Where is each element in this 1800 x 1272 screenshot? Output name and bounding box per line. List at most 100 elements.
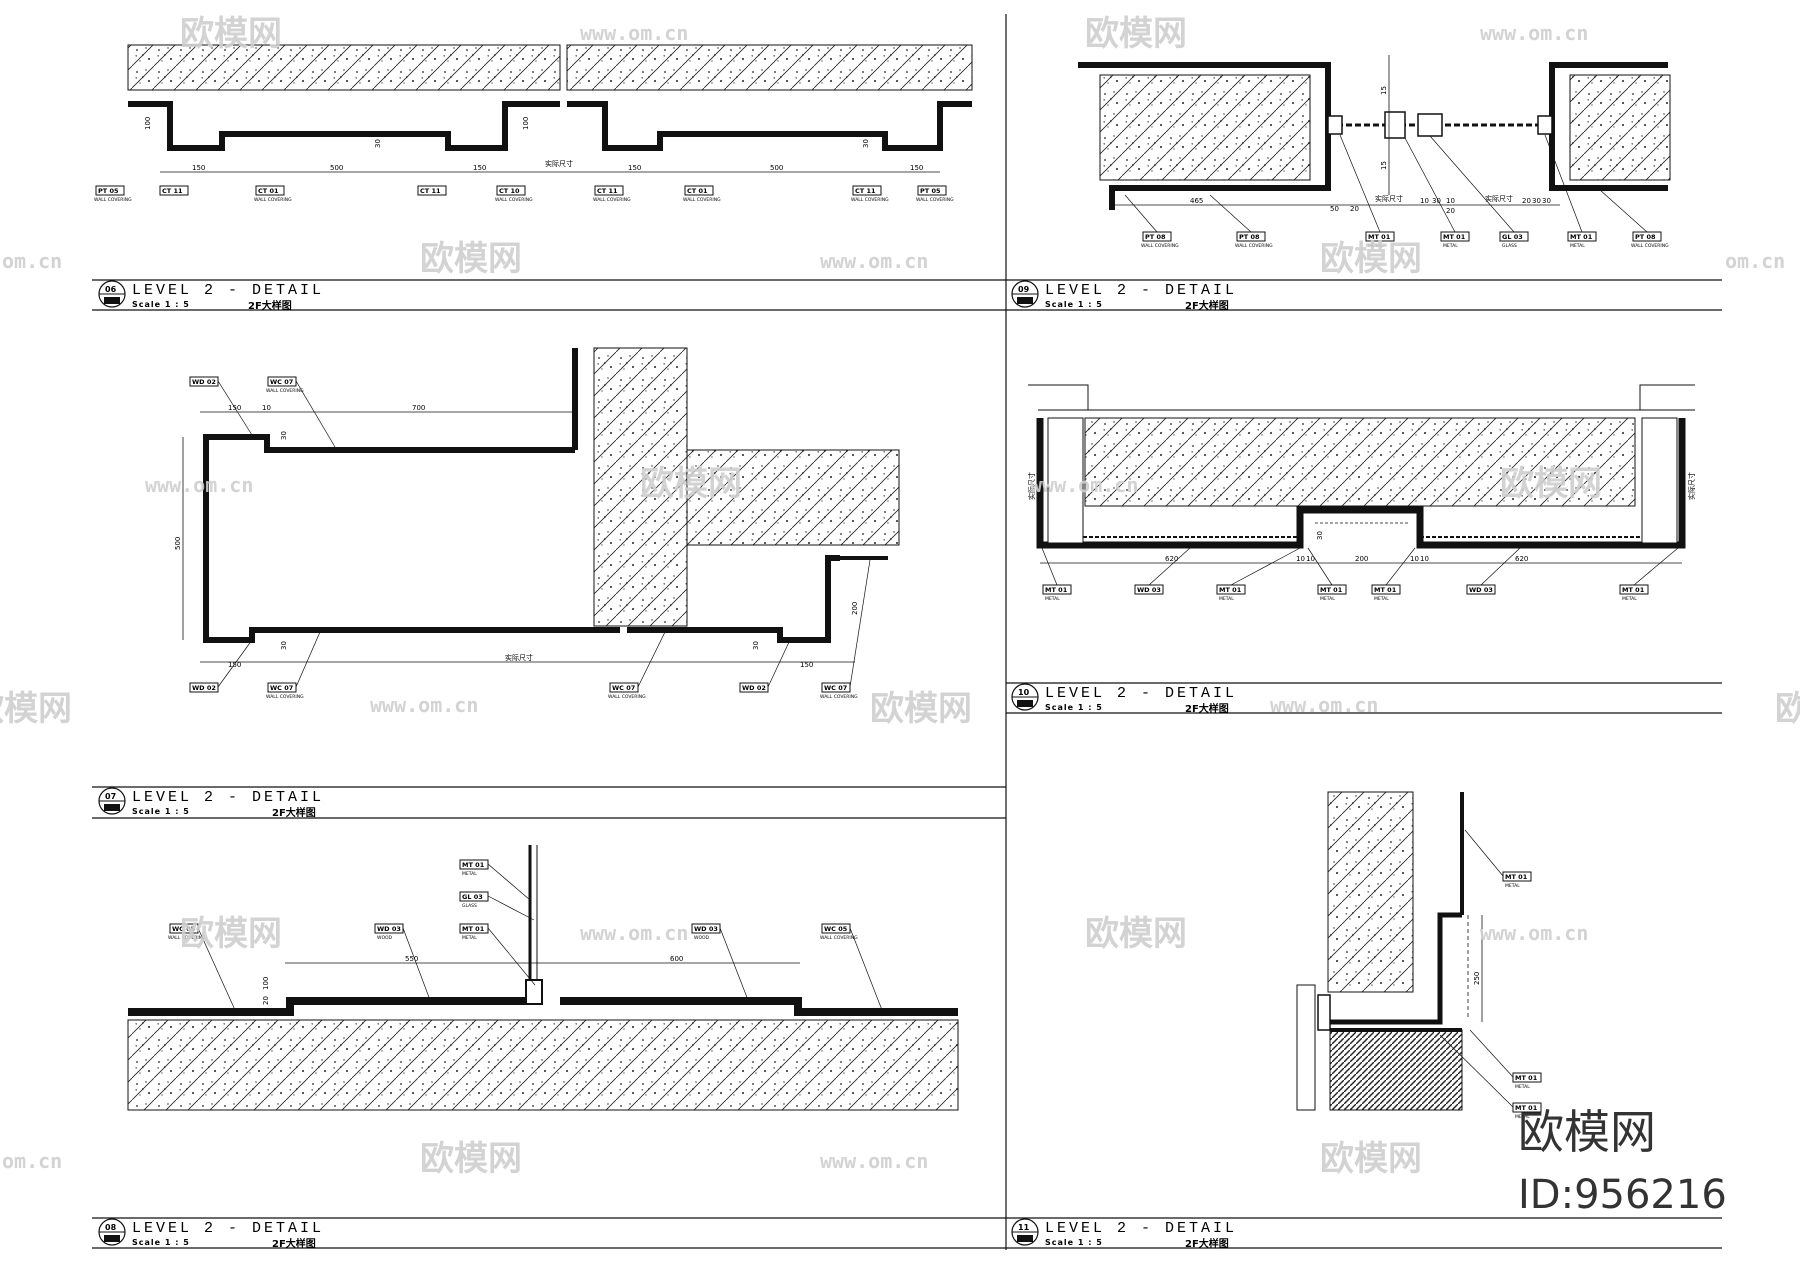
svg-text:欧模网: 欧模网 xyxy=(1775,689,1800,729)
svg-text:20: 20 xyxy=(1446,207,1455,215)
svg-text:实际尺寸: 实际尺寸 xyxy=(505,653,533,662)
svg-text:100: 100 xyxy=(262,977,270,990)
svg-text:欧模网: 欧模网 xyxy=(0,689,72,729)
svg-text:欧模网: 欧模网 xyxy=(1085,14,1187,54)
svg-text:om.cn: om.cn xyxy=(2,249,62,273)
svg-text:欧模网: 欧模网 xyxy=(420,1139,522,1179)
svg-text:MT 01: MT 01 xyxy=(462,861,485,869)
svg-text:2F大样图: 2F大样图 xyxy=(1185,299,1229,312)
svg-text:150: 150 xyxy=(192,164,205,172)
svg-text:WALL COVERING: WALL COVERING xyxy=(1235,243,1273,249)
svg-text:欧模网: 欧模网 xyxy=(1320,239,1422,279)
svg-text:WD 02: WD 02 xyxy=(742,684,766,692)
svg-text:WALL COVERING: WALL COVERING xyxy=(593,197,631,203)
svg-text:www.om.cn: www.om.cn xyxy=(820,1149,928,1173)
detail-10: 620 10 10 200 10 10 620 实际尺寸 实际尺寸 30 MT … xyxy=(1027,384,1696,602)
svg-text:CT 10: CT 10 xyxy=(499,187,520,195)
svg-text:Scale 1 : 5: Scale 1 : 5 xyxy=(132,807,190,816)
svg-text:CT 11: CT 11 xyxy=(855,187,876,195)
svg-text:30: 30 xyxy=(1432,197,1441,205)
svg-text:10: 10 xyxy=(1420,555,1429,563)
svg-text:MT 01: MT 01 xyxy=(1368,233,1391,241)
tag: CT 11 WALL COVERING xyxy=(851,185,889,203)
svg-text:150: 150 xyxy=(800,661,813,669)
svg-text:06: 06 xyxy=(105,285,117,294)
svg-text:10: 10 xyxy=(1306,555,1315,563)
svg-text:WALL COVERING: WALL COVERING xyxy=(1141,243,1179,249)
svg-text:欧模网: 欧模网 xyxy=(420,239,522,279)
svg-text:WC 05: WC 05 xyxy=(824,925,848,933)
svg-text:200: 200 xyxy=(1355,555,1368,563)
svg-text:www.om.cn: www.om.cn xyxy=(1480,921,1588,945)
svg-text:WC 05: WC 05 xyxy=(172,925,196,933)
svg-text:WC 07: WC 07 xyxy=(270,684,293,692)
svg-text:WD 03: WD 03 xyxy=(1469,586,1493,594)
svg-text:15: 15 xyxy=(1380,161,1388,170)
svg-text:METAL: METAL xyxy=(462,871,477,877)
svg-text:MT 01: MT 01 xyxy=(1515,1074,1538,1082)
detail-09: 465 50 20 实际尺寸 10 30 10 20 实际尺寸 20 30 30… xyxy=(1078,55,1671,249)
svg-text:METAL: METAL xyxy=(1443,243,1458,249)
svg-text:30: 30 xyxy=(1316,531,1324,540)
svg-text:CT 11: CT 11 xyxy=(420,187,441,195)
svg-text:500: 500 xyxy=(770,164,783,172)
svg-text:WALL COVERING: WALL COVERING xyxy=(495,197,533,203)
svg-text:20: 20 xyxy=(1350,205,1359,213)
svg-text:METAL: METAL xyxy=(1374,596,1389,602)
svg-text:METAL: METAL xyxy=(1505,883,1520,889)
svg-text:METAL: METAL xyxy=(462,935,477,941)
svg-text:实际尺寸: 实际尺寸 xyxy=(1485,194,1513,203)
svg-text:WOOD: WOOD xyxy=(694,935,710,941)
svg-text:100: 100 xyxy=(144,117,152,130)
svg-text:30: 30 xyxy=(280,431,288,440)
svg-text:WALL COVERING: WALL COVERING xyxy=(254,197,292,203)
svg-text:WD 02: WD 02 xyxy=(192,378,216,386)
svg-text:www.om.cn: www.om.cn xyxy=(1480,21,1588,45)
svg-text:www.om.cn: www.om.cn xyxy=(580,21,688,45)
svg-text:150: 150 xyxy=(473,164,486,172)
svg-text:620: 620 xyxy=(1165,555,1178,563)
svg-text:WALL COVERING: WALL COVERING xyxy=(1631,243,1669,249)
svg-text:MT 01: MT 01 xyxy=(1515,1104,1538,1112)
svg-text:WD 03: WD 03 xyxy=(1137,586,1161,594)
svg-text:10: 10 xyxy=(1420,197,1429,205)
svg-text:10: 10 xyxy=(1018,688,1030,697)
svg-text:GLASS: GLASS xyxy=(462,903,477,909)
svg-text:METAL: METAL xyxy=(1570,243,1585,249)
svg-text:620: 620 xyxy=(1515,555,1528,563)
svg-text:www.om.cn: www.om.cn xyxy=(145,473,253,497)
tag: CT 11 xyxy=(417,185,447,196)
svg-text:GL 03: GL 03 xyxy=(1502,233,1523,241)
svg-text:20: 20 xyxy=(262,996,270,1005)
svg-text:2F大样图: 2F大样图 xyxy=(272,806,316,819)
svg-text:10: 10 xyxy=(1410,555,1419,563)
svg-text:WALL COVERING: WALL COVERING xyxy=(851,197,889,203)
svg-text:Scale 1 : 5: Scale 1 : 5 xyxy=(132,1238,190,1247)
svg-text:150: 150 xyxy=(228,661,241,669)
svg-text:2F大样图: 2F大样图 xyxy=(1185,1237,1229,1250)
svg-text:MT 01: MT 01 xyxy=(1045,586,1068,594)
svg-text:CT 01: CT 01 xyxy=(258,187,279,195)
svg-text:550: 550 xyxy=(405,955,418,963)
svg-text:www.om.cn: www.om.cn xyxy=(1270,693,1378,717)
svg-text:欧模网: 欧模网 xyxy=(640,464,742,504)
svg-text:LEVEL 2 - DETAIL: LEVEL 2 - DETAIL xyxy=(132,1220,324,1237)
svg-text:150: 150 xyxy=(628,164,641,172)
svg-text:METAL: METAL xyxy=(1219,596,1234,602)
svg-text:2F大样图: 2F大样图 xyxy=(248,299,292,312)
detail-06: 150 500 150 实际尺寸 150 500 150 100 30 100 … xyxy=(94,44,973,203)
svg-text:METAL: METAL xyxy=(1368,243,1383,249)
svg-text:METAL: METAL xyxy=(1045,596,1060,602)
